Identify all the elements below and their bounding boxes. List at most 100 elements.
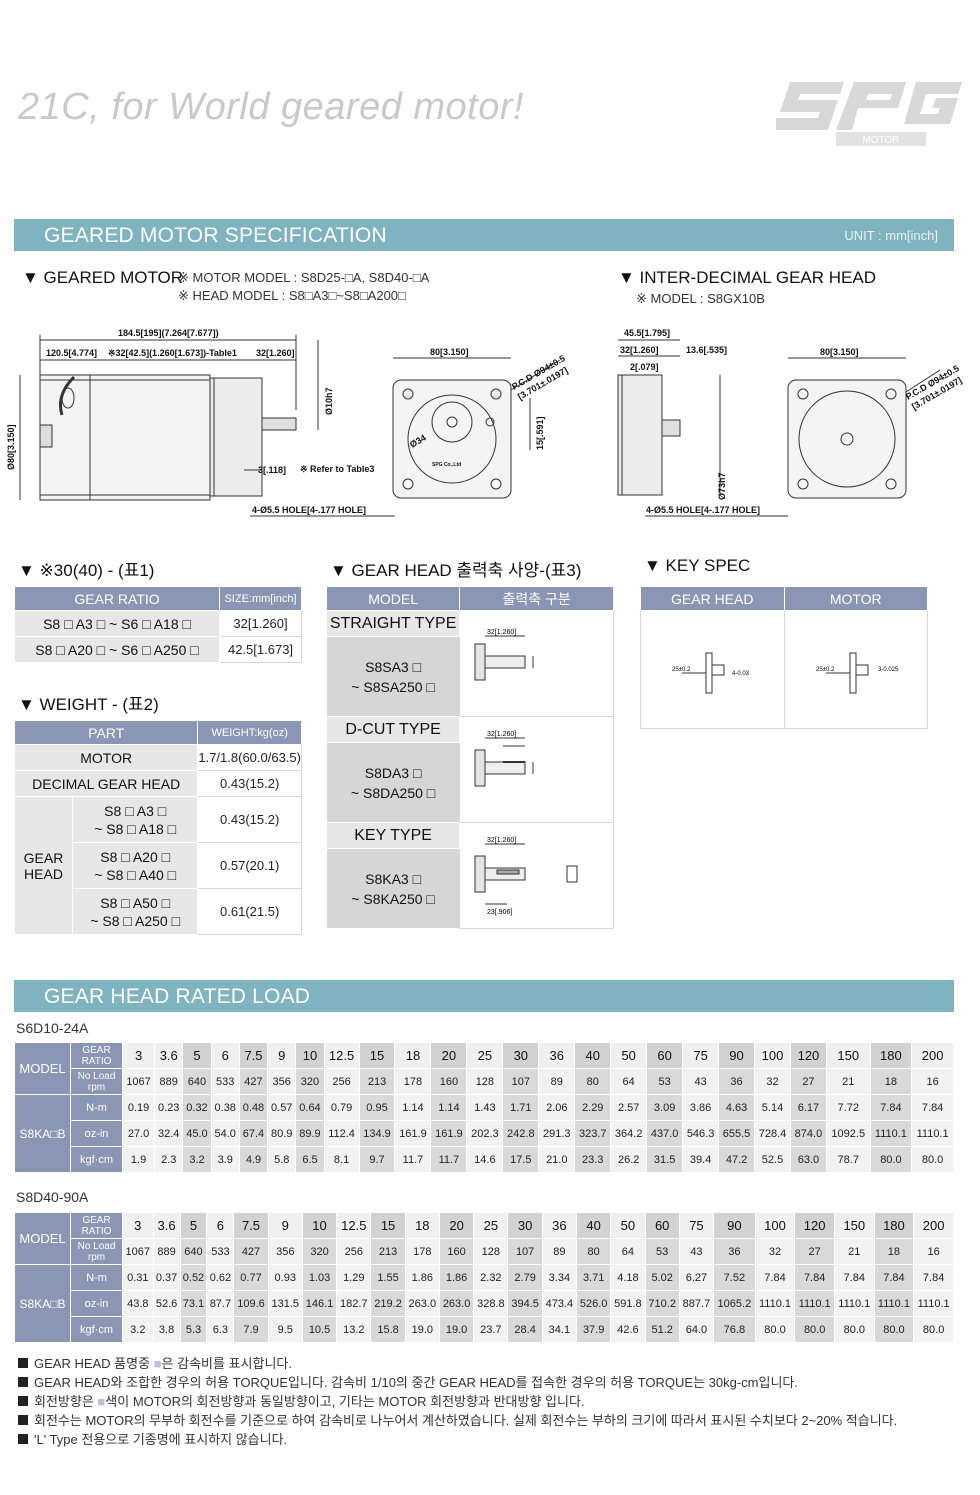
load-section-bar: GEAR HEAD RATED LOAD bbox=[14, 980, 954, 1012]
nm-cell: 0.31 bbox=[122, 1264, 154, 1291]
unit-label-ozin: oz-in bbox=[70, 1290, 123, 1317]
kgf-cell: 23.7 bbox=[473, 1316, 509, 1343]
kgf-cell: 39.4 bbox=[682, 1146, 720, 1173]
inter-decimal-drawing: 45.5[1.795] 32[1.260] 13.6[.535] 2[.079]… bbox=[617, 328, 963, 517]
kgf-cell: 13.2 bbox=[336, 1316, 372, 1343]
rpm-cell: 533 bbox=[210, 1068, 240, 1095]
slogan: 21C, for World geared motor! bbox=[18, 86, 525, 128]
key-spec-gearhead-icon: 25±0.2 4-0.03 bbox=[672, 652, 750, 694]
kgf-cell: 80.0 bbox=[869, 1146, 913, 1173]
svg-text:3-0.025: 3-0.025 bbox=[878, 667, 899, 673]
ozin-cell: 1110.1 bbox=[911, 1120, 954, 1147]
rpm-cell: 43 bbox=[682, 1068, 720, 1095]
ratio-cell: 9 bbox=[267, 1042, 297, 1069]
svg-text:23[.906]: 23[.906] bbox=[487, 909, 512, 916]
kgf-cell: 80.0 bbox=[873, 1316, 915, 1343]
dim-e-holes: 4-Ø5.5 HOLE[4-.177 HOLE] bbox=[646, 505, 760, 515]
rpm-cell: 640 bbox=[179, 1238, 208, 1265]
t3-s-a: S8SA3 □ bbox=[365, 658, 422, 675]
footnote-2: GEAR HEAD와 조합한 경우의 허용 TORQUE입니다. 감속비 1/1… bbox=[18, 1372, 798, 1391]
dim-e-2: 2[.079] bbox=[630, 362, 659, 372]
ratio-cell: 150 bbox=[833, 1212, 875, 1239]
unit-label: UNIT : mm[inch] bbox=[844, 228, 938, 243]
ratio-cell: 7.5 bbox=[233, 1212, 269, 1239]
kgf-cell: 63.0 bbox=[789, 1146, 827, 1173]
head-model-note: ※ HEAD MODEL : S8□A3□~S8□A200□ bbox=[178, 288, 406, 303]
kgf-cell: 37.9 bbox=[576, 1316, 612, 1343]
kgf-cell: 3.2 bbox=[122, 1316, 154, 1343]
kgf-cell: 3.8 bbox=[152, 1316, 181, 1343]
table1-heading: ▼ ※30(40) - (표1) bbox=[18, 561, 155, 580]
ratio-cell: 3 bbox=[122, 1212, 154, 1239]
nm-cell: 3.09 bbox=[646, 1094, 684, 1121]
rpm-cell: 160 bbox=[438, 1238, 475, 1265]
table3-heading: ▼ GEAR HEAD 출력축 사양-(표3) bbox=[330, 561, 582, 580]
gear-head-label: S8KA□B bbox=[14, 1264, 71, 1343]
kgf-cell: 76.8 bbox=[713, 1316, 756, 1343]
nm-cell: 5.14 bbox=[754, 1094, 791, 1121]
ratio-cell: 36 bbox=[538, 1042, 576, 1069]
t3-s-b: ~ S8SA250 □ bbox=[351, 678, 435, 695]
dim-total-length: 184.5[195](7.264[7.677]) bbox=[118, 328, 219, 338]
rpm-cell: 18 bbox=[869, 1068, 913, 1095]
rpm-cell: 32 bbox=[754, 1068, 791, 1095]
nm-cell: 0.48 bbox=[238, 1094, 269, 1121]
footnote-3: 회전방향은 ■색이 MOTOR의 회전방향과 동일방향이고, 기타는 MOTOR… bbox=[18, 1391, 585, 1410]
ozin-cell: 161.9 bbox=[394, 1120, 432, 1147]
dim-motor-diameter: Ø80[3.150] bbox=[6, 424, 16, 470]
ratio-cell: 200 bbox=[911, 1042, 954, 1069]
kgf-cell: 78.7 bbox=[825, 1146, 871, 1173]
kgf-cell: 80.0 bbox=[794, 1316, 835, 1343]
t1-row1-ratio: S8 □ A3 □ ~ S6 □ A18 □ bbox=[13, 610, 221, 637]
rpm-cell: 21 bbox=[833, 1238, 875, 1265]
rpm-cell: 64 bbox=[610, 1068, 648, 1095]
dim-3: 3[.118] bbox=[258, 465, 286, 475]
ozin-cell: 202.3 bbox=[466, 1120, 504, 1147]
kgf-cell: 80.0 bbox=[833, 1316, 875, 1343]
ratio-cell: 15 bbox=[358, 1042, 396, 1069]
ratio-cell: 30 bbox=[507, 1212, 543, 1239]
dim-15: 15[.591] bbox=[535, 416, 545, 450]
t3-straight: STRAIGHT TYPE bbox=[325, 610, 461, 637]
dim-e-phi73: Ø73h7 bbox=[717, 472, 727, 500]
ratio-cell: 12.5 bbox=[336, 1212, 372, 1239]
footnote-5: 'L' Type 전용으로 기종명에 표시하지 않습니다. bbox=[18, 1429, 287, 1448]
nm-cell: 2.32 bbox=[473, 1264, 509, 1291]
refer-table3: ※ Refer to Table3 bbox=[300, 464, 374, 474]
ratio-cell: 180 bbox=[869, 1042, 913, 1069]
ratio-cell: 75 bbox=[678, 1212, 715, 1239]
rpm-cell: 427 bbox=[238, 1068, 269, 1095]
ozin-cell: 887.7 bbox=[678, 1290, 715, 1317]
t2-g1b: ~ S8 □ A18 □ bbox=[94, 820, 177, 837]
ratio-cell: 6 bbox=[210, 1042, 240, 1069]
t3-d-a: S8DA3 □ bbox=[364, 764, 422, 781]
rpm-cell: 1067 bbox=[121, 1068, 156, 1095]
no-load-label: No Load rpm bbox=[70, 1238, 123, 1265]
ozin-cell: 54.0 bbox=[210, 1120, 240, 1147]
t2-g3: S8 □ A50 □ ~ S8 □ A250 □ bbox=[71, 888, 199, 935]
nm-cell: 1.29 bbox=[336, 1264, 372, 1291]
nm-cell: 6.27 bbox=[678, 1264, 715, 1291]
key-shaft-icon: 32[1.260] 23[.906] bbox=[474, 837, 578, 916]
ratio-cell: 15 bbox=[370, 1212, 406, 1239]
unit-label-ozin: oz-in bbox=[70, 1120, 123, 1147]
t1-h-ratio: GEAR RATIO bbox=[13, 586, 221, 611]
ozin-cell: 394.5 bbox=[507, 1290, 543, 1317]
ratio-cell: 5 bbox=[179, 1212, 208, 1239]
ozin-cell: 73.1 bbox=[179, 1290, 208, 1317]
ratio-cell: 7.5 bbox=[238, 1042, 269, 1069]
spg-plate: SPG Co.,Ltd bbox=[432, 462, 461, 468]
rpm-cell: 178 bbox=[404, 1238, 440, 1265]
kgf-cell: 7.9 bbox=[233, 1316, 269, 1343]
rpm-cell: 27 bbox=[794, 1238, 835, 1265]
unit-label-nm: N-m bbox=[70, 1094, 123, 1121]
ratio-cell: 10 bbox=[295, 1042, 325, 1069]
rpm-cell: 256 bbox=[323, 1068, 360, 1095]
ozin-cell: 1110.1 bbox=[833, 1290, 875, 1317]
rpm-cell: 256 bbox=[336, 1238, 372, 1265]
t1-h-size: SIZE:mm[inch] bbox=[219, 586, 302, 611]
kgf-cell: 34.1 bbox=[541, 1316, 578, 1343]
inter-decimal-heading: ▼ INTER-DECIMAL GEAR HEAD bbox=[618, 268, 877, 287]
